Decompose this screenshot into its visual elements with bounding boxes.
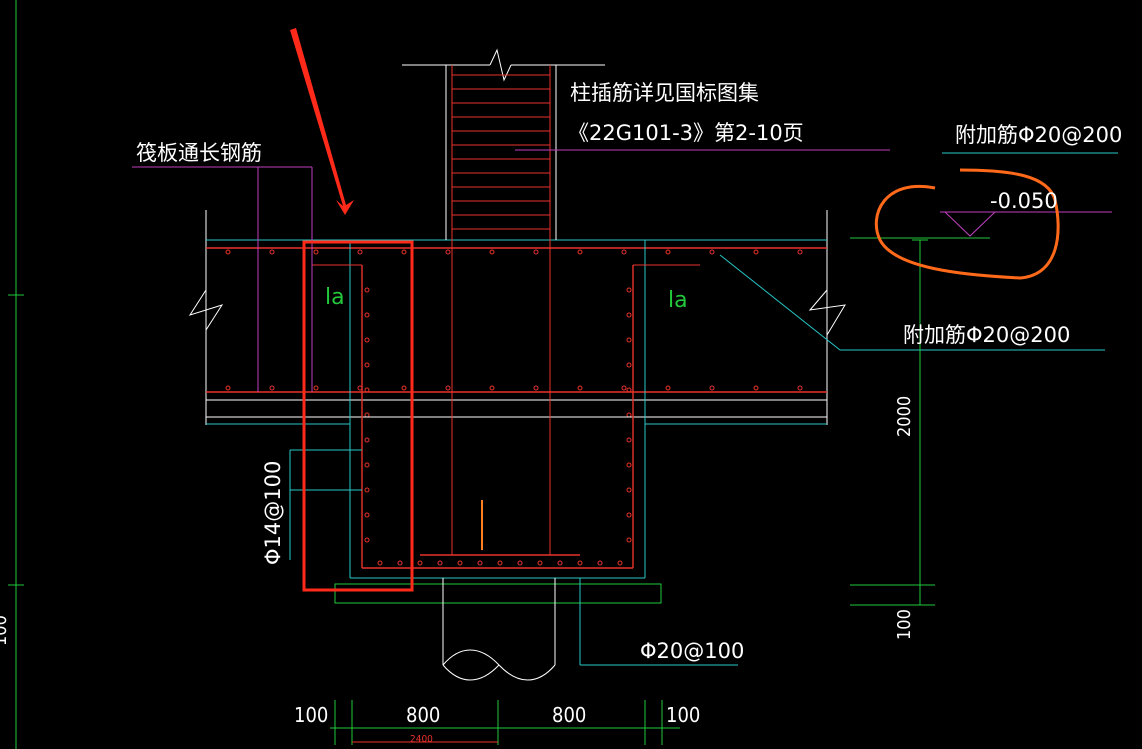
rebar-dots xyxy=(225,249,803,566)
dim-100-right: 100 xyxy=(666,703,700,727)
rebar-dot xyxy=(225,249,231,255)
rebar-dot xyxy=(537,560,543,566)
raft-rebar-label: 筏板通长钢筋 xyxy=(136,141,262,165)
rebar-dot xyxy=(364,312,370,318)
rebar-dot xyxy=(626,462,632,468)
rebar-dot xyxy=(665,385,671,391)
rebar-dot xyxy=(597,560,603,566)
rebar-dot xyxy=(626,312,632,318)
rebar-dot xyxy=(626,412,632,418)
rebar-dot xyxy=(533,385,539,391)
stirrup-label: Φ14@100 xyxy=(261,461,285,565)
pile xyxy=(442,578,556,681)
rebar-dot xyxy=(357,249,363,255)
rebar-dot xyxy=(364,362,370,368)
dim-800-left: 800 xyxy=(406,703,440,727)
rebar-dot xyxy=(364,537,370,543)
rebar-dot xyxy=(577,249,583,255)
rebar-dot xyxy=(489,385,495,391)
rebar-dot xyxy=(665,249,671,255)
rebar-dot xyxy=(797,385,803,391)
rebar-dot xyxy=(477,560,483,566)
right-dimensions xyxy=(850,239,935,606)
bottom-dimensions xyxy=(330,700,680,745)
rebar-dot xyxy=(269,385,275,391)
rebar-dot xyxy=(497,560,503,566)
dim-100-left: 100 xyxy=(294,703,328,727)
rebar-dot xyxy=(313,249,319,255)
rebar-dot xyxy=(313,385,319,391)
rebar-dot xyxy=(753,249,759,255)
rebar-dot xyxy=(417,560,423,566)
rebar-dot xyxy=(617,560,623,566)
rebar-dot xyxy=(445,385,451,391)
rebar-dot xyxy=(401,249,407,255)
rebar-dot xyxy=(457,560,463,566)
anchorage-left: la xyxy=(325,285,345,310)
column-note-line1: 柱插筋详见国标图集 xyxy=(570,81,759,105)
rebar-dot xyxy=(626,487,632,493)
rebar-dot xyxy=(626,437,632,443)
rebar-dot xyxy=(364,437,370,443)
rebar-dot xyxy=(364,287,370,293)
rebar-dot xyxy=(364,512,370,518)
column-stirrups xyxy=(452,74,550,230)
bottom-rebar-label: Φ20@100 xyxy=(640,639,744,663)
rebar-dot xyxy=(797,249,803,255)
anchorage-right: la xyxy=(668,288,688,313)
rebar-dot xyxy=(364,412,370,418)
rebar-dot xyxy=(557,560,563,566)
leader-lines xyxy=(132,149,1118,560)
dim-100-vertical: 100 xyxy=(894,609,915,640)
rebar-dot xyxy=(377,560,383,566)
raft-slab xyxy=(188,210,846,425)
highlight-annotation xyxy=(290,28,1060,592)
rebar-dot xyxy=(445,249,451,255)
rebar-dot xyxy=(364,487,370,493)
rebar-dot xyxy=(709,249,715,255)
rebar-dot xyxy=(626,362,632,368)
rebar-dot xyxy=(401,385,407,391)
rebar-dot xyxy=(364,337,370,343)
elevation-label: -0.050 xyxy=(990,189,1058,213)
rebar-dot xyxy=(269,249,275,255)
dim-2400: 2400 xyxy=(410,734,433,745)
rebar-dot xyxy=(709,385,715,391)
dim-800-right: 800 xyxy=(552,703,586,727)
rebar-dot xyxy=(626,537,632,543)
pile-cap xyxy=(312,240,738,666)
rebar-dot xyxy=(364,462,370,468)
rebar-dot xyxy=(626,337,632,343)
rebar-dot xyxy=(626,512,632,518)
rebar-dot xyxy=(489,249,495,255)
rebar-dot xyxy=(533,249,539,255)
column xyxy=(402,48,605,556)
rebar-dot xyxy=(626,287,632,293)
left-dimension-line: 100 xyxy=(0,0,24,749)
dim-2000: 2000 xyxy=(894,396,915,437)
rebar-dot xyxy=(621,249,627,255)
rebar-dot xyxy=(397,560,403,566)
left-dim-100: 100 xyxy=(0,615,11,646)
rebar-dot xyxy=(577,560,583,566)
rebar-dot xyxy=(577,385,583,391)
additional-rebar-top-label: 附加筋Φ20@200 xyxy=(955,123,1122,147)
column-note-line2: 《22G101-3》第2-10页 xyxy=(568,121,804,145)
rebar-dot xyxy=(753,385,759,391)
rebar-dot xyxy=(437,560,443,566)
rebar-dot xyxy=(225,385,231,391)
rebar-dot xyxy=(621,385,627,391)
additional-rebar-mid-label: 附加筋Φ20@200 xyxy=(903,323,1070,347)
rebar-dot xyxy=(517,560,523,566)
